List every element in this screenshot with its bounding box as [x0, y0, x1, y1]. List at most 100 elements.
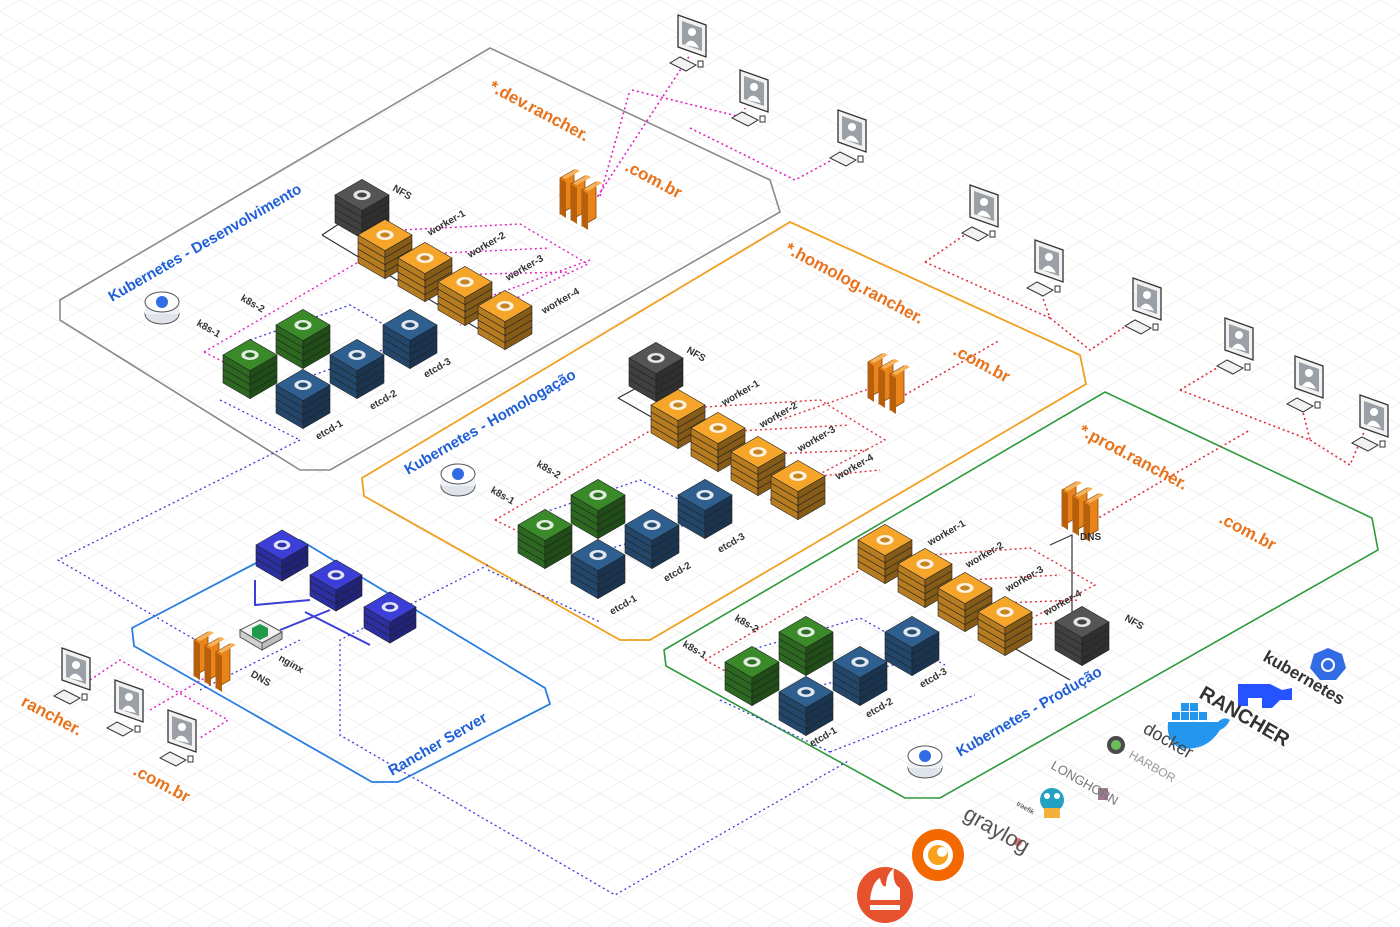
prod-nfs-server — [1054, 605, 1110, 667]
prod-worker-2-server — [897, 547, 953, 609]
homolog-etcd-links — [487, 479, 721, 623]
homolog-nfs-label: NFS — [685, 345, 708, 365]
dev-etcd-2-label: etcd-2 — [368, 388, 399, 412]
longhorn-logo-text: LONGHORN — [1049, 758, 1122, 809]
longhorn-logo-icon — [1098, 788, 1108, 800]
prod-etcd-2-server — [832, 645, 888, 707]
kubernetes-logo-icon — [1310, 648, 1346, 680]
dev-client-desktop-1 — [668, 14, 707, 72]
kubernetes-logo-text: kubernetes — [1260, 647, 1348, 709]
dev-zone-title: Kubernetes - Desenvolvimento — [106, 181, 305, 306]
rancher-logo-text: RANCHER — [1196, 682, 1294, 751]
rancher-node-2-server — [309, 559, 363, 612]
dev-client-desktop-3 — [828, 109, 867, 167]
homolog-etcd-1-label: etcd-1 — [608, 593, 639, 617]
homolog-worker-2-server — [690, 411, 746, 473]
homolog-k8s-2-label: k8s-2 — [535, 459, 563, 482]
dev-worker-4-label: worker-4 — [539, 286, 582, 317]
graylog-logo-icon — [1014, 838, 1022, 846]
prod-zone-border — [663, 391, 1379, 799]
homolog-etcd-1-server — [570, 538, 626, 600]
prod-client-desktop-3 — [1350, 394, 1389, 452]
prod-k8s-2-label: k8s-2 — [733, 613, 761, 636]
rancher-zone-title: Rancher Server — [386, 709, 491, 779]
homolog-domain-prefix: *.homolog.rancher. — [782, 239, 927, 328]
homolog-worker-4-server — [770, 459, 826, 521]
prod-worker-1-label: worker-1 — [925, 518, 968, 549]
harbor-logo-text: HARBOR — [1127, 747, 1179, 785]
homolog-client-desktop-1 — [960, 184, 999, 242]
rancher-logo-icon — [1238, 684, 1292, 708]
dev-nfs-label: NFS — [391, 183, 414, 203]
homolog-worker-1-label: worker-1 — [719, 378, 762, 409]
dev-zone-border — [59, 47, 781, 471]
prod-k8s-2-server — [778, 615, 834, 677]
homolog-client-desktop-2 — [1025, 239, 1064, 297]
dev-nfs-server — [334, 178, 390, 240]
prod-worker-3-label: worker-3 — [1003, 564, 1046, 595]
homolog-nfs-server — [628, 341, 684, 403]
prod-etcd-1-server — [778, 675, 834, 737]
prod-k8s-1-label: k8s-1 — [681, 639, 709, 662]
rancher-domain-prefix: rancher. — [18, 692, 85, 740]
prod-etcd-2-label: etcd-2 — [864, 696, 895, 720]
homolog-kubernetes-badge-icon — [440, 463, 476, 497]
rancher-internal-arrows — [254, 580, 371, 646]
rancher-firewall-icon — [193, 631, 236, 692]
harbor-logo-icon — [1107, 736, 1125, 754]
rancher-client-links — [89, 659, 230, 739]
prod-etcd-3-server — [884, 615, 940, 677]
dev-worker-4-server — [477, 289, 533, 351]
dev-etcd-3-server — [382, 308, 438, 370]
dev-etcd-2-server — [329, 338, 385, 400]
homolog-etcd-3-label: etcd-3 — [716, 531, 747, 555]
grafana-logo-icon — [912, 829, 964, 881]
homolog-etcd-2-server — [624, 508, 680, 570]
traefik-logo-text: traefik — [1015, 801, 1035, 817]
dev-etcd-3-label: etcd-3 — [422, 356, 453, 380]
dev-k8s-2-label: k8s-2 — [239, 293, 267, 316]
prod-kubernetes-badge-icon — [907, 745, 943, 779]
prod-k8s-1-server — [724, 645, 780, 707]
homolog-firewall-icon — [867, 353, 910, 414]
homolog-worker-4-label: worker-4 — [833, 452, 876, 483]
dev-domain-suffix: .com.br — [622, 157, 685, 203]
homolog-k8s-2-server — [570, 478, 626, 540]
dev-k8s-1-server — [222, 338, 278, 400]
dev-k8s-2-server — [275, 308, 331, 370]
homolog-client-desktop-3 — [1123, 277, 1162, 335]
homolog-k8s-1-server — [517, 508, 573, 570]
prod-etcd-1-label: etcd-1 — [808, 725, 839, 749]
prod-client-links — [1094, 359, 1366, 521]
prod-worker-4-server — [977, 595, 1033, 657]
docker-logo-icon — [1167, 703, 1230, 749]
prometheus-logo-icon — [857, 867, 913, 923]
homolog-zone-border — [361, 220, 1088, 641]
prod-nfs-label: NFS — [1123, 613, 1146, 633]
prod-worker-2-label: worker-2 — [963, 540, 1006, 571]
prod-dns-label: DNS — [1080, 532, 1101, 543]
prod-domain-suffix: .com.br — [1216, 509, 1279, 555]
homolog-zone-title: Kubernetes - Homologação — [402, 366, 579, 478]
rancher-domain-suffix: .com.br — [130, 761, 193, 807]
rancher-client-desktop-1 — [52, 647, 91, 705]
homolog-domain-suffix: .com.br — [950, 341, 1013, 387]
prod-client-desktop-2 — [1285, 355, 1324, 413]
homolog-worker-3-label: worker-3 — [795, 424, 838, 455]
rancher-dns-label: DNS — [249, 669, 273, 689]
homolog-worker-2-label: worker-2 — [757, 400, 800, 431]
dev-etcd-1-label: etcd-1 — [314, 418, 345, 442]
dev-firewall-icon — [559, 169, 602, 230]
nginx-icon — [238, 619, 284, 651]
prod-etcd-3-label: etcd-3 — [918, 666, 949, 690]
homolog-etcd-2-label: etcd-2 — [662, 560, 693, 584]
prod-domain-prefix: *.prod.rancher. — [1076, 421, 1191, 494]
homolog-etcd-3-server — [677, 478, 733, 540]
dev-kubernetes-badge-icon — [144, 291, 180, 325]
prod-worker-4-label: worker-4 — [1041, 588, 1084, 619]
dev-worker-3-label: worker-3 — [503, 253, 546, 284]
dev-worker-1-label: worker-1 — [425, 208, 468, 239]
